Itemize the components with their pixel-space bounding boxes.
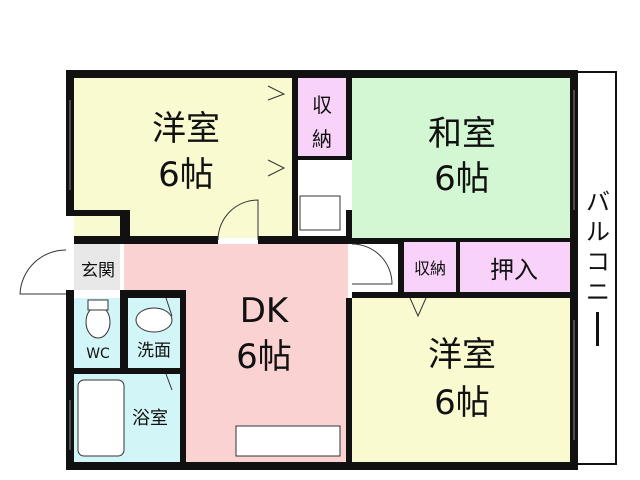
japanese-room-name: 和室 <box>428 114 496 154</box>
svg-text:ル: ル <box>586 218 610 246</box>
bathtub-icon <box>77 379 125 457</box>
svg-text:バ: バ <box>586 188 610 216</box>
kitchen-counter <box>235 425 341 457</box>
entrance-label: 玄関 <box>81 261 115 281</box>
bathroom-label: 浴室 <box>132 408 168 429</box>
western-room-top-name: 洋室 <box>152 109 220 149</box>
oshiire-fill <box>460 242 570 292</box>
dk-name: DK <box>240 291 290 331</box>
walls <box>66 70 578 470</box>
storage-mid-label: 収納 <box>414 259 446 278</box>
storage-mid-fill <box>404 242 456 292</box>
western-room-bottom-size: 6帖 <box>434 383 490 423</box>
door-swings <box>19 85 427 391</box>
japanese-room-size: 6帖 <box>434 159 490 199</box>
fridge-space <box>299 195 341 231</box>
washbasin-icon <box>135 307 173 333</box>
storage-top-label-1: 収 <box>312 93 332 117</box>
storage-top-fill <box>298 78 348 156</box>
western-room-top-size: 6帖 <box>158 155 214 195</box>
fixtures <box>77 195 341 457</box>
dk-size: 6帖 <box>236 337 292 377</box>
svg-text:コ: コ <box>586 248 610 276</box>
balcony <box>575 71 617 465</box>
storage-top-label-2: 納 <box>312 127 332 151</box>
windows <box>69 90 575 450</box>
western-room-bottom-fill <box>352 298 570 462</box>
toilet-icon <box>85 305 111 339</box>
washroom-label: 洗面 <box>137 341 171 361</box>
svg-text:ニ: ニ <box>586 278 610 306</box>
balcony-label: バ ル コ ニ <box>586 188 610 346</box>
oshiire-label: 押入 <box>490 256 538 284</box>
toilet-label: WC <box>86 346 110 362</box>
entrance-fill <box>74 238 120 290</box>
western-room-bottom-name: 洋室 <box>428 335 496 375</box>
japanese-room-fill <box>352 78 570 240</box>
